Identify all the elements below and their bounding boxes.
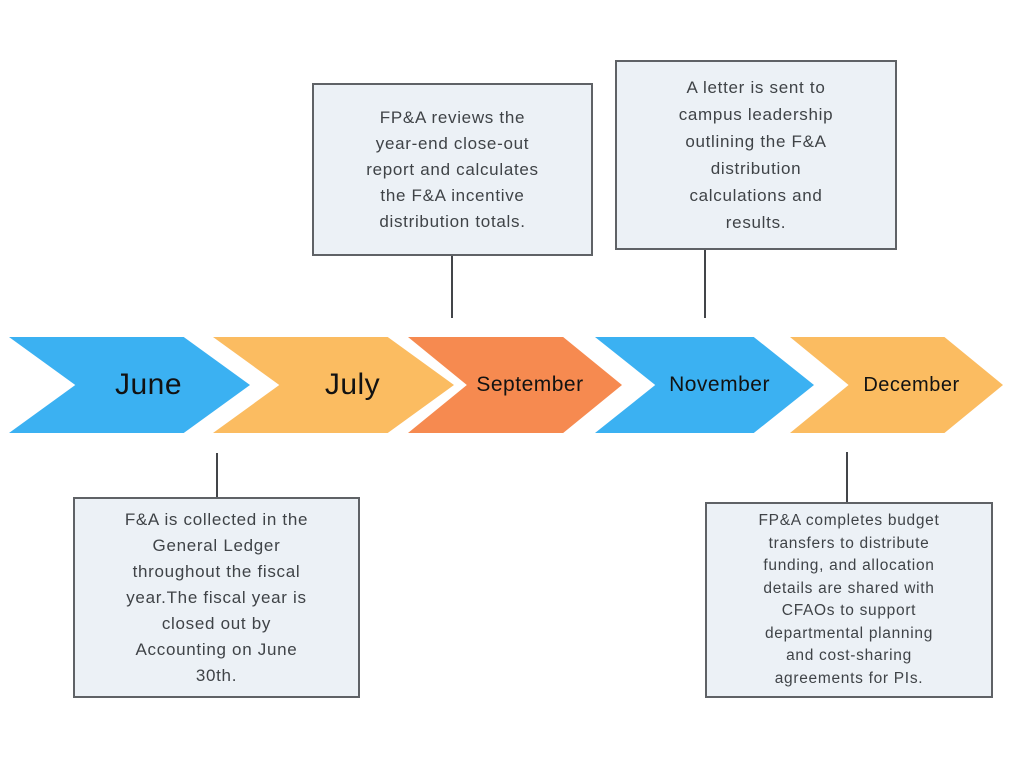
month-label-july: July [324, 368, 381, 401]
callout-november-letter-text: A letter is sent to campus leadership ou… [678, 78, 834, 232]
callout-july-review: FP&A reviews the year-end close-out repo… [312, 83, 593, 256]
month-label-november: November [669, 373, 770, 396]
callout-november-letter: A letter is sent to campus leadership ou… [615, 60, 897, 250]
callout-june-collection: F&A is collected in the General Ledger t… [73, 497, 360, 698]
timeline-arrow-november: November [595, 337, 814, 433]
callout-december-transfers-text: FP&A completes budget transfers to distr… [758, 512, 940, 687]
connector-line-bottom-right [846, 452, 848, 502]
timeline-arrow-december: December [790, 337, 1003, 433]
callout-july-review-text: FP&A reviews the year-end close-out repo… [366, 107, 539, 231]
connector-line-top-left [451, 256, 453, 318]
callout-june-collection-text: F&A is collected in the General Ledger t… [124, 509, 309, 685]
timeline-arrow-june: June [9, 337, 250, 433]
connector-line-bottom-left [216, 453, 218, 497]
month-label-september: September [476, 373, 584, 396]
callout-december-transfers: FP&A completes budget transfers to distr… [705, 502, 993, 698]
month-label-december: December [863, 373, 960, 396]
connector-line-top-right [704, 250, 706, 318]
month-label-june: June [114, 368, 183, 401]
